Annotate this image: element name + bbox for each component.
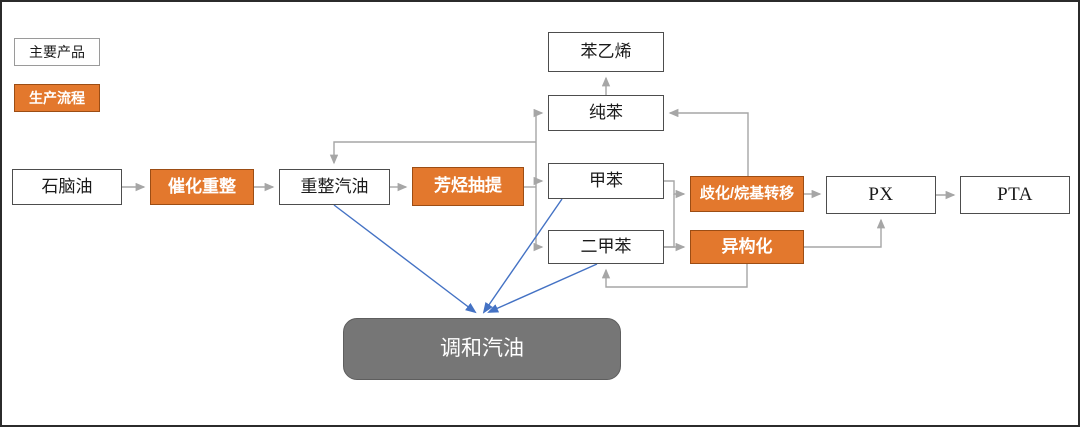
node-naphtha-label: 石脑油 bbox=[41, 176, 93, 196]
edge-extraction-reformate-recycle bbox=[329, 141, 536, 165]
node-catalytic-reforming[interactable]: 催化重整 bbox=[150, 169, 254, 205]
node-px-label: PX bbox=[868, 183, 894, 205]
legend-item-process: 生产流程 bbox=[14, 84, 100, 112]
node-pta[interactable]: PTA bbox=[960, 176, 1070, 214]
node-reformate-gasoline-label: 重整汽油 bbox=[300, 176, 369, 196]
node-disproportionation-label: 歧化/烷基转移 bbox=[699, 184, 795, 202]
node-pta-label: PTA bbox=[997, 183, 1033, 205]
node-isomerization-label: 异构化 bbox=[721, 236, 773, 256]
node-px[interactable]: PX bbox=[826, 176, 936, 214]
node-aromatic-extraction-label: 芳烃抽提 bbox=[434, 176, 502, 196]
edge-isomer-xylene bbox=[601, 264, 748, 288]
edge-isomer-px bbox=[804, 218, 886, 248]
edge-toluene-disprop bbox=[664, 180, 686, 199]
node-blended-gasoline[interactable]: 调和汽油 bbox=[343, 318, 621, 380]
node-catalytic-reforming-label: 催化重整 bbox=[168, 176, 236, 196]
node-disproportionation[interactable]: 歧化/烷基转移 bbox=[690, 176, 804, 212]
edge-xylene-blend bbox=[487, 263, 598, 313]
node-styrene[interactable]: 苯乙烯 bbox=[548, 32, 664, 72]
node-styrene-label: 苯乙烯 bbox=[580, 41, 632, 61]
node-toluene[interactable]: 甲苯 bbox=[548, 163, 664, 199]
node-benzene[interactable]: 纯苯 bbox=[548, 95, 664, 131]
edge-reformate-blend bbox=[333, 204, 477, 314]
node-toluene-label: 甲苯 bbox=[589, 170, 623, 190]
edge-xylene-disprop bbox=[664, 194, 675, 248]
node-xylene-label: 二甲苯 bbox=[580, 236, 632, 256]
node-isomerization[interactable]: 异构化 bbox=[690, 230, 804, 264]
node-xylene[interactable]: 二甲苯 bbox=[548, 230, 664, 264]
node-aromatic-extraction[interactable]: 芳烃抽提 bbox=[412, 167, 524, 206]
node-naphtha[interactable]: 石脑油 bbox=[12, 169, 122, 205]
legend-process-label: 生产流程 bbox=[29, 90, 85, 106]
legend-product-label: 主要产品 bbox=[29, 46, 85, 61]
node-blended-gasoline-label: 调和汽油 bbox=[440, 336, 524, 361]
edge-disprop-benzene bbox=[668, 108, 749, 176]
legend-item-product: 主要产品 bbox=[14, 38, 100, 66]
node-reformate-gasoline[interactable]: 重整汽油 bbox=[279, 169, 390, 205]
node-benzene-label: 纯苯 bbox=[589, 102, 623, 122]
